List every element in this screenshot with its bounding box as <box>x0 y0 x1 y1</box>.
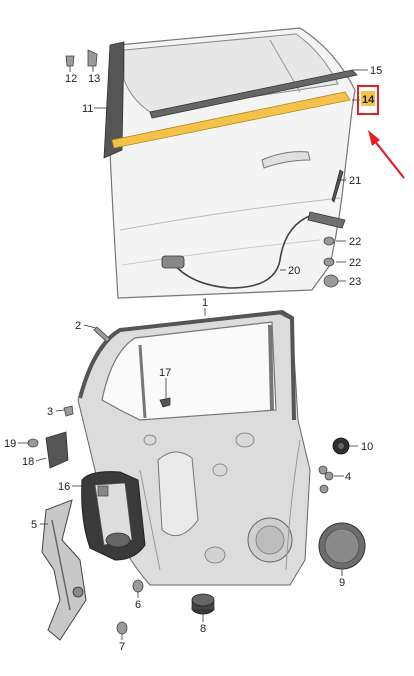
part-13-clip <box>87 49 98 67</box>
label-part-2: 2 <box>75 320 81 332</box>
part-8-tape <box>191 593 215 615</box>
label-part-3: 3 <box>47 406 53 418</box>
label-part-12: 12 <box>65 73 77 85</box>
label-part-17: 17 <box>159 367 171 379</box>
part-22b-grommet <box>323 257 335 267</box>
part-10-grommet <box>332 437 350 455</box>
outer-door-panel <box>109 27 356 299</box>
label-part-1: 1 <box>202 297 208 309</box>
label-part-19: 19 <box>4 438 16 450</box>
part-22a-grommet <box>323 236 335 246</box>
part-6-screw <box>132 579 144 593</box>
part-5-window-regulator <box>41 499 87 641</box>
part-2-pin <box>93 326 111 343</box>
part-20-cable <box>171 214 313 289</box>
label-part-5: 5 <box>31 519 37 531</box>
leader-lines <box>18 66 368 640</box>
part-1-run-channel <box>78 309 296 421</box>
label-part-16: 16 <box>58 481 70 493</box>
label-part-20: 20 <box>288 265 300 277</box>
part-9-speaker-grille <box>318 522 366 570</box>
part-15-window-seal <box>149 69 358 119</box>
label-part-18: 18 <box>22 456 34 468</box>
label-part-14: 14 <box>362 94 375 106</box>
part-4-plug-b <box>324 471 334 481</box>
part-12-clip <box>65 55 75 67</box>
label-part-6: 6 <box>135 599 141 611</box>
part-4-plug-c <box>319 484 329 494</box>
part-7-screw <box>116 621 128 635</box>
part-18-lock <box>45 431 69 469</box>
part-4-plug-a <box>318 465 328 475</box>
label-part-10: 10 <box>361 441 373 453</box>
part-3-clip <box>63 405 74 417</box>
label-part-11: 11 <box>82 103 93 115</box>
highlight-callout: 14 <box>357 85 379 115</box>
label-part-21: 21 <box>349 175 361 187</box>
label-part-8: 8 <box>200 623 206 635</box>
part-19-plug <box>27 438 39 448</box>
part-14-highlighted-strip <box>111 91 351 149</box>
label-part-22b: 22 <box>349 257 361 269</box>
label-part-7: 7 <box>119 641 125 653</box>
label-part-13: 13 <box>88 73 100 85</box>
part-17-screw <box>159 397 171 408</box>
label-part-9: 9 <box>339 577 345 589</box>
highlight-arrow <box>368 130 405 179</box>
part-20-connector <box>161 255 185 269</box>
part-21-clip <box>331 169 344 203</box>
part-21-handle-element <box>307 211 346 229</box>
label-part-15: 15 <box>370 65 382 77</box>
label-part-4: 4 <box>345 471 351 483</box>
part-23-cap <box>323 274 339 288</box>
label-part-22a: 22 <box>349 236 361 248</box>
label-part-23: 23 <box>349 276 361 288</box>
part-11-pillar-trim <box>103 41 125 159</box>
